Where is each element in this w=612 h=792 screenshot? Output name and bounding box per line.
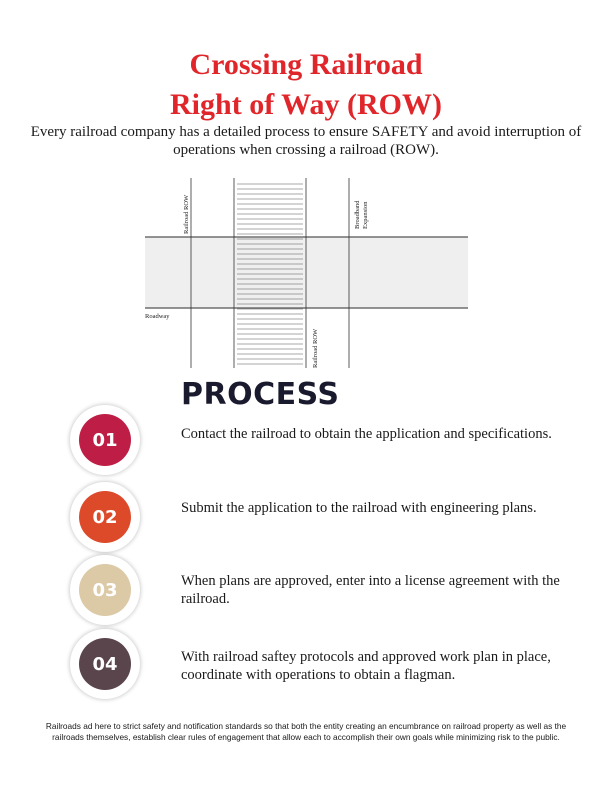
railroad-ties — [237, 183, 303, 365]
step-text-4: With railroad saftey protocols and appro… — [181, 649, 551, 683]
step-number-4: 04 — [79, 638, 131, 690]
process-step-2: 02 Submit the application to the railroa… — [0, 482, 612, 562]
step-text-1: Contact the railroad to obtain the appli… — [181, 426, 552, 442]
label-broadband-line1: Broadband — [354, 200, 361, 229]
label-railroad-row-bottom: Railroad ROW — [312, 328, 319, 368]
step-badge-4: 04 — [70, 629, 140, 699]
step-number-1: 01 — [79, 414, 131, 466]
step-text-2: Submit the application to the railroad w… — [181, 500, 537, 516]
step-text-3: When plans are approved, enter into a li… — [181, 573, 560, 607]
step-badge-3: 03 — [70, 555, 140, 625]
row-crossing-diagram: Railroad ROW Broadband Expansion Roadway… — [145, 178, 468, 368]
title-line-1: Crossing Railroad — [189, 48, 423, 81]
process-step-1: 01 Contact the railroad to obtain the ap… — [0, 405, 612, 485]
footnote: Railroads ad here to strict safety and n… — [45, 721, 567, 742]
label-railroad-row-top: Railroad ROW — [183, 194, 190, 234]
step-number-3: 03 — [79, 564, 131, 616]
label-broadband-line2: Expansion — [362, 201, 369, 229]
step-number-2: 02 — [79, 491, 131, 543]
label-roadway: Roadway — [145, 313, 170, 320]
title-line-2: Right of Way (ROW) — [170, 88, 442, 121]
process-heading: PROCESS — [181, 377, 340, 412]
process-step-4: 04 With railroad saftey protocols and ap… — [0, 629, 612, 709]
step-badge-2: 02 — [70, 482, 140, 552]
intro-text: Every railroad company has a detailed pr… — [30, 124, 582, 158]
step-badge-1: 01 — [70, 405, 140, 475]
process-step-3: 03 When plans are approved, enter into a… — [0, 555, 612, 635]
roadway-band — [145, 237, 468, 308]
